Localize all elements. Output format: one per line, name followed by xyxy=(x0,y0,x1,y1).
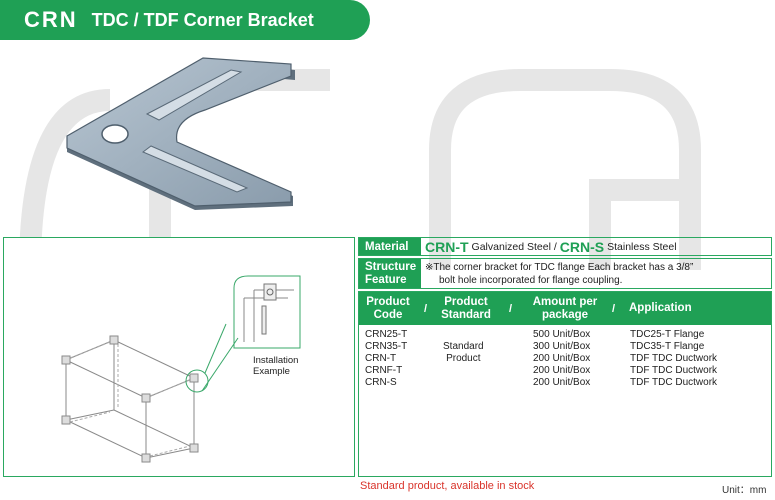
product-code-column: CRN25-T CRN35-T CRN-T CRNF-T CRN-S xyxy=(365,329,407,389)
application-cell: TDC25-T Flange xyxy=(630,329,705,340)
installation-example-label: Installation Example xyxy=(253,355,299,377)
header-application: Application xyxy=(629,302,692,315)
product-code-cell: CRN-T xyxy=(365,353,397,364)
installation-example-panel: Installation Example xyxy=(3,237,355,477)
product-code-cell: CRN35-T xyxy=(365,341,408,352)
amount-cell: 200 Unit/Box xyxy=(533,377,591,388)
material-desc-galvanized: Galvanized Steel / xyxy=(471,240,557,253)
product-code-cell: CRN25-T xyxy=(365,329,408,340)
product-code-cell: CRNF-T xyxy=(365,365,403,376)
header-banner: CRN TDC / TDF Corner Bracket xyxy=(0,0,370,40)
corner-bracket-image xyxy=(66,57,295,210)
product-code-cell: CRN-S xyxy=(365,377,397,388)
amount-cell: 300 Unit/Box xyxy=(533,341,591,352)
material-grade-stainless: CRN-S xyxy=(559,238,605,255)
header-separator: / xyxy=(509,302,513,315)
spec-section: Material CRN-T Galvanized Steel / CRN-S … xyxy=(358,237,772,291)
material-desc-stainless: Stainless Steel xyxy=(607,240,677,253)
material-grade-galvanized: CRN-T xyxy=(425,238,469,255)
application-column: TDC25-T Flange TDC35-T Flange TDF TDC Du… xyxy=(630,329,717,389)
amount-cell: 200 Unit/Box xyxy=(533,353,591,364)
stock-note: Standard product, available in stock xyxy=(360,480,535,492)
application-cell: TDF TDC Ductwork xyxy=(630,377,718,388)
material-row: Material CRN-T Galvanized Steel / CRN-S … xyxy=(358,237,772,256)
amount-cell: 500 Unit/Box xyxy=(533,329,591,340)
table-body: CRN25-T CRN35-T CRN-T CRNF-T CRN-S Stand… xyxy=(359,325,771,476)
material-value: CRN-T Galvanized Steel / CRN-S Stainless… xyxy=(421,238,680,255)
structure-feature-row: Structure Feature ※The corner bracket fo… xyxy=(358,258,772,289)
structure-feature-text: ※The corner bracket for TDC flange Each … xyxy=(425,262,694,286)
unit-label: Unit：mm xyxy=(722,485,767,496)
product-standard-cell: Standard Product xyxy=(443,341,484,364)
header-separator: / xyxy=(612,302,616,315)
header-separator: / xyxy=(424,302,428,315)
material-label: Material xyxy=(359,238,421,255)
structure-feature-label: Structure Feature xyxy=(359,259,421,288)
page-title: TDC / TDF Corner Bracket xyxy=(91,9,314,30)
application-cell: TDF TDC Ductwork xyxy=(630,365,718,376)
duct-installation-drawing xyxy=(61,275,301,463)
amount-cell: 200 Unit/Box xyxy=(533,365,591,376)
product-series-code: CRN xyxy=(24,7,78,32)
application-cell: TDC35-T Flange xyxy=(630,341,705,352)
amount-column: 500 Unit/Box 300 Unit/Box 200 Unit/Box 2… xyxy=(533,329,590,389)
application-cell: TDF TDC Ductwork xyxy=(630,353,718,364)
